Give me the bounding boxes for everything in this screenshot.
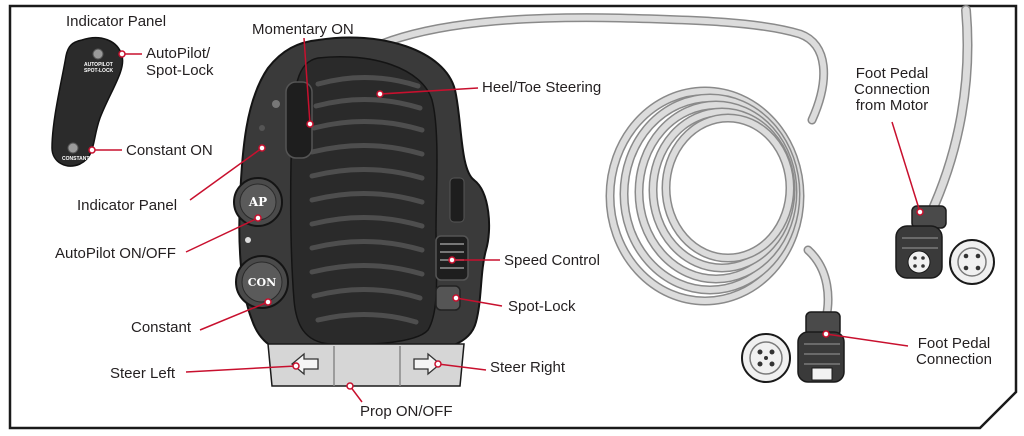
autopilot-spotlock-label-line2: Spot-Lock bbox=[146, 62, 214, 79]
autopilot-on-off-label: AutoPilot ON/OFF bbox=[55, 245, 176, 262]
steer-left-arrow-icon bbox=[290, 352, 319, 376]
constant-button: CON bbox=[235, 255, 289, 309]
indicator-panel-label: Indicator Panel bbox=[77, 197, 178, 214]
coiled-cable bbox=[367, 5, 973, 323]
foot-pedal-from-motor-label-line1: Foot Pedal bbox=[855, 65, 929, 82]
constant-label: Constant bbox=[131, 319, 192, 336]
steer-left-label: Steer Left bbox=[110, 365, 176, 382]
speed-control-label: Speed Control bbox=[504, 252, 600, 269]
con-button-text: CON bbox=[248, 276, 276, 289]
pedal-connector-socket bbox=[741, 333, 791, 383]
prop-on-off-label: Prop ON/OFF bbox=[360, 403, 453, 420]
motor-connector-socket bbox=[949, 239, 995, 285]
autopilot-spotlock-label-line1: AutoPilot/ bbox=[146, 45, 211, 62]
heel-toe-steering-label: Heel/Toe Steering bbox=[482, 79, 602, 96]
foot-pedal bbox=[238, 36, 491, 358]
pedal-connector-plug bbox=[797, 311, 845, 383]
spot-lock-label: Spot-Lock bbox=[508, 298, 576, 315]
tread-ribs bbox=[309, 74, 425, 325]
ap-button-text: AP bbox=[248, 195, 267, 209]
indicator-panel-title-label: Indicator Panel bbox=[66, 13, 167, 30]
panel-autopilot-text: AUTOPILOT bbox=[84, 62, 113, 68]
foot-pedal-connection-label-line2: Connection bbox=[916, 351, 992, 368]
foot-pedal-from-motor-label-line3: from Motor bbox=[855, 97, 929, 114]
indicator-panel: AUTOPILOT SPOT-LOCK CONSTANT bbox=[51, 36, 124, 167]
momentary-on-label: Momentary ON bbox=[252, 21, 354, 38]
motor-connector-plug bbox=[895, 205, 947, 279]
panel-spotlock-text: SPOT-LOCK bbox=[84, 68, 114, 74]
foot-pedal-connection-label-line1: Foot Pedal bbox=[917, 335, 991, 352]
autopilot-button: AP bbox=[233, 177, 283, 227]
steer-right-label: Steer Right bbox=[490, 359, 566, 376]
callouts bbox=[88, 37, 924, 403]
steer-right-arrow-icon bbox=[413, 352, 442, 376]
foot-pedal-from-motor-label-line2: Connection bbox=[854, 81, 930, 98]
diagram-frame bbox=[8, 4, 1018, 430]
bottom-button-bar bbox=[267, 343, 465, 387]
constant-on-label: Constant ON bbox=[126, 142, 213, 159]
panel-constant-text: CONSTANT bbox=[62, 156, 89, 162]
